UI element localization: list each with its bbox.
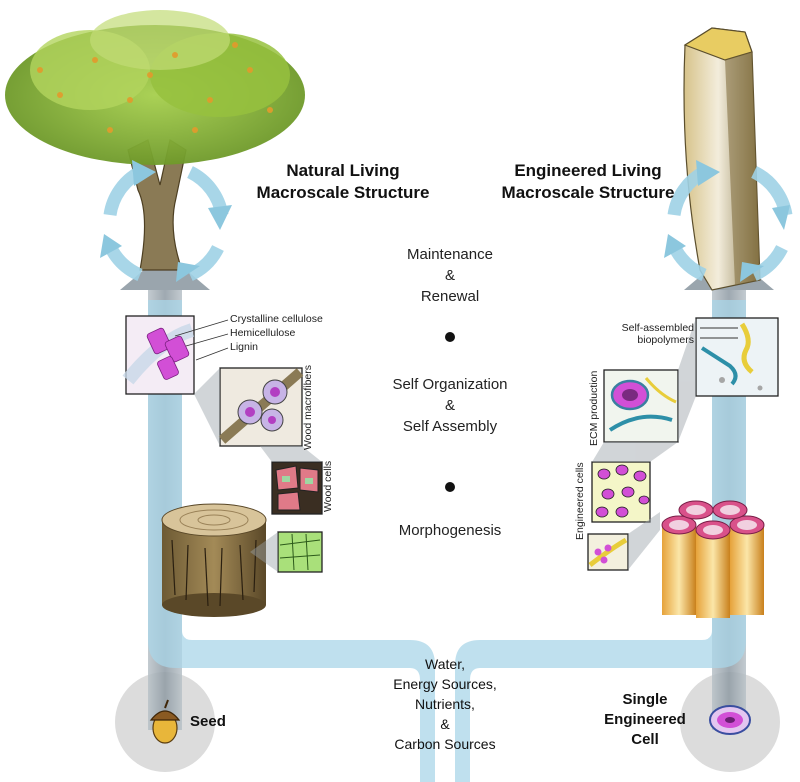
single-cell-label-line1: Single — [622, 691, 668, 708]
stage-self-organization: Self Organization & Self Assembly — [340, 374, 560, 437]
label-self-assembled-line2: biopolymers — [637, 334, 694, 346]
label-self-assembled: Self-assembled biopolymers — [594, 322, 694, 346]
engineered-heading-line1: Engineered Living — [514, 161, 662, 180]
engineered-zoom-connectors — [592, 318, 696, 570]
ecm-production-panel — [603, 369, 679, 443]
cellulose-panel — [122, 315, 195, 395]
stage-separator-dot — [445, 482, 455, 492]
label-hemicellulose: Hemicellulose — [230, 327, 296, 339]
wood-log-illustration — [161, 503, 267, 617]
label-ecm-production: ECM production — [588, 370, 600, 446]
label-self-assembled-line1: Self-assembled — [621, 322, 694, 334]
natural-heading-line2: Macroscale Structure — [256, 183, 430, 202]
stage-maintenance-line2: & — [444, 267, 455, 284]
resources-label: Water, Energy Sources, Nutrients, & Carb… — [335, 654, 555, 754]
engineered-cycle-arrowheads — [664, 160, 790, 282]
single-cell-label-line2: Engineered — [604, 711, 686, 728]
stage-maintenance-line1: Maintenance — [407, 246, 493, 263]
label-leader-lines — [174, 319, 738, 361]
label-lignin: Lignin — [230, 341, 259, 353]
natural-cycle-arrowheads — [100, 160, 232, 282]
stage-maintenance-line3: Renewal — [420, 288, 480, 305]
natural-heading: Natural Living Macroscale Structure — [248, 160, 438, 204]
stage-self-org-line1: Self Organization — [392, 376, 508, 393]
resources-line1: Water, — [425, 656, 465, 672]
engineered-heading: Engineered Living Macroscale Structure — [488, 160, 688, 204]
stage-morphogenesis: Morphogenesis — [398, 522, 502, 539]
macrofiber-panel — [218, 367, 304, 447]
engineered-heading-line2: Macroscale Structure — [501, 183, 675, 202]
seed-label: Seed — [190, 713, 226, 730]
stage-separator-dot — [445, 332, 455, 342]
acorn-icon — [149, 699, 181, 744]
label-engineered-cells: Engineered cells — [574, 462, 586, 540]
resources-line5: Carbon Sources — [394, 736, 496, 752]
stage-maintenance: Maintenance & Renewal — [340, 244, 560, 307]
single-cell-label-line3: Cell — [631, 731, 659, 748]
label-wood-macrofibers: Wood macrofibers — [302, 364, 314, 450]
resources-line2: Energy Sources, — [393, 676, 497, 692]
resources-line3: Nutrients, — [415, 696, 475, 712]
engineered-cells-panel — [591, 461, 651, 523]
natural-trunk-arrowhead — [120, 252, 210, 290]
natural-zoom-connectors — [194, 368, 322, 572]
stage-self-org-line3: Self Assembly — [402, 418, 498, 435]
resource-flow-band — [148, 300, 746, 782]
wood-cells-panel — [271, 461, 323, 515]
engineered-pillar-illustration — [683, 27, 761, 291]
stage-self-org-line2: & — [444, 397, 455, 414]
single-cell-label: Single Engineered Cell — [600, 690, 690, 750]
label-crystalline-cellulose: Crystalline cellulose — [230, 313, 323, 325]
label-wood-cells: Wood cells — [322, 460, 334, 512]
biopolymer-panel — [695, 317, 779, 397]
tree-illustration — [5, 10, 305, 271]
resources-line4: & — [440, 716, 450, 732]
cell-cluster-zoom-panel — [587, 533, 629, 571]
wood-cell-zoom-panel — [277, 531, 323, 573]
natural-heading-line1: Natural Living — [286, 161, 400, 180]
tube-bundle-illustration — [661, 500, 765, 618]
engineered-cell-icon — [709, 705, 751, 735]
